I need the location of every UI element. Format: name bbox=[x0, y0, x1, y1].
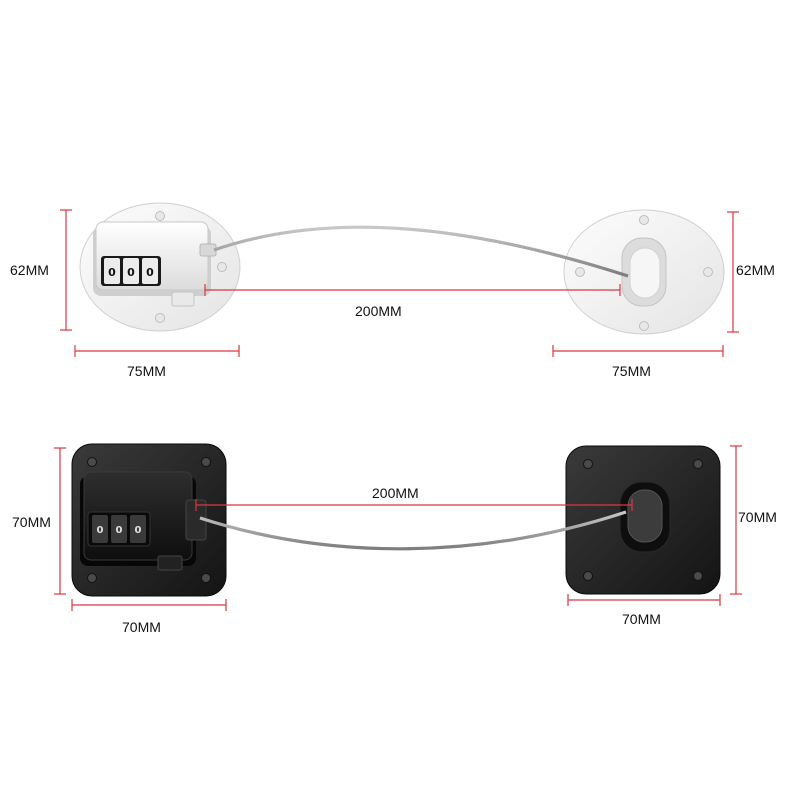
white-width-left-label: 75MM bbox=[127, 363, 166, 379]
screw-hole-icon bbox=[583, 459, 593, 469]
steel-cable-icon bbox=[199, 510, 627, 551]
black-right-plate bbox=[565, 445, 721, 595]
dial-wheel: 0 bbox=[104, 258, 120, 284]
white-cable-length-label: 200MM bbox=[355, 303, 402, 319]
black-width-left-label: 70MM bbox=[122, 619, 161, 635]
dial-wheel: 0 bbox=[142, 258, 158, 284]
dial-wheel: 0 bbox=[123, 258, 139, 284]
white-width-right-label: 75MM bbox=[612, 363, 651, 379]
black-lock-group: 0 0 0 bbox=[12, 443, 777, 635]
dial-digit: 0 bbox=[146, 266, 154, 279]
screw-hole-icon bbox=[201, 457, 211, 467]
dial-digit: 0 bbox=[97, 525, 104, 536]
screw-hole-icon bbox=[217, 262, 227, 272]
dial-digit: 0 bbox=[127, 266, 135, 279]
combination-lock-icon: 0 0 0 bbox=[93, 221, 217, 307]
screw-hole-icon bbox=[155, 313, 165, 323]
screw-hole-icon bbox=[575, 267, 585, 277]
white-lock-group: 0 0 0 bbox=[10, 202, 775, 379]
black-width-right-label: 70MM bbox=[622, 611, 661, 627]
screw-hole-icon bbox=[87, 573, 97, 583]
screw-hole-icon bbox=[201, 573, 211, 583]
black-height-left-label: 70MM bbox=[12, 514, 51, 530]
white-right-plate bbox=[563, 209, 725, 335]
black-cable-length-label: 200MM bbox=[372, 485, 419, 501]
dial-digit: 0 bbox=[135, 525, 142, 536]
screw-hole-icon bbox=[87, 457, 97, 467]
white-dimension-lines bbox=[60, 209, 739, 357]
screw-hole-icon bbox=[703, 267, 713, 277]
black-dimension-lines bbox=[54, 445, 742, 611]
dial-digit: 0 bbox=[116, 525, 123, 536]
screw-hole-icon bbox=[639, 215, 649, 225]
dial-wheel: 0 bbox=[111, 515, 127, 543]
dial-wheel: 0 bbox=[92, 515, 108, 543]
combination-lock-icon: 0 0 0 bbox=[80, 471, 207, 571]
dial-wheel: 0 bbox=[130, 515, 146, 543]
screw-hole-icon bbox=[583, 571, 593, 581]
screw-hole-icon bbox=[693, 571, 703, 581]
screw-hole-icon bbox=[155, 211, 165, 221]
white-height-left-label: 62MM bbox=[10, 262, 49, 278]
black-height-right-label: 70MM bbox=[738, 509, 777, 525]
screw-hole-icon bbox=[693, 459, 703, 469]
steel-cable-icon bbox=[213, 225, 629, 278]
screw-hole-icon bbox=[639, 321, 649, 331]
dial-digit: 0 bbox=[108, 266, 116, 279]
white-height-right-label: 62MM bbox=[736, 262, 775, 278]
